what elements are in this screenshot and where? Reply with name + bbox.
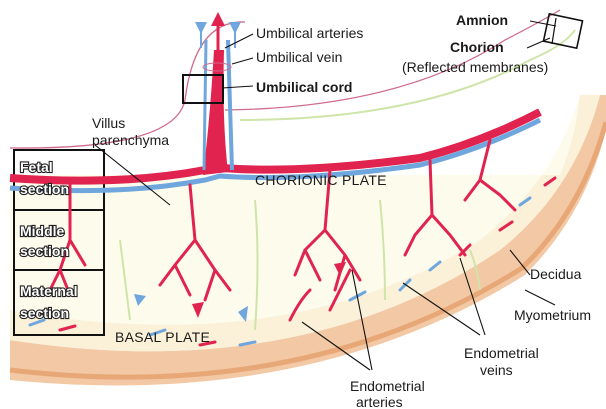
label-middle: Middle — [20, 223, 65, 239]
label-umbilical-arteries: Umbilical arteries — [256, 25, 363, 41]
label-umbilical-cord: Umbilical cord — [256, 79, 352, 95]
umbilical-vein-line — [228, 40, 232, 170]
label-endometrial-veins-1: Endometrial — [464, 345, 539, 361]
umbilical-artery-arrow-up — [211, 12, 225, 26]
label-chorion: Chorion — [450, 39, 504, 55]
label-villus: Villus — [92, 115, 125, 131]
label-myometrium: Myometrium — [514, 307, 591, 323]
label-basal-plate: BASAL PLATE — [115, 329, 210, 345]
label-maternal-section: section — [20, 305, 69, 321]
label-endometrial-arteries-2: arteries — [356, 394, 403, 409]
label-fetal: Fetal — [20, 159, 53, 175]
label-middle-section: section — [20, 243, 69, 259]
label-amnion: Amnion — [456, 12, 508, 28]
label-fetal-section: section — [20, 181, 69, 197]
label-chorionic-plate: CHORIONIC PLATE — [255, 172, 387, 188]
label-endometrial-veins-2: veins — [480, 362, 513, 378]
label-umbilical-vein: Umbilical vein — [256, 49, 342, 65]
label-endometrial-arteries-1: Endometrial — [350, 378, 425, 394]
umbilical-artery-line — [204, 40, 206, 170]
label-reflected-membranes: (Reflected membranes) — [402, 59, 548, 75]
label-decidua: Decidua — [530, 266, 582, 282]
label-maternal: Maternal — [20, 283, 78, 299]
label-parenchyma: parenchyma — [92, 132, 169, 148]
chorionic-plate-artery — [10, 112, 540, 181]
